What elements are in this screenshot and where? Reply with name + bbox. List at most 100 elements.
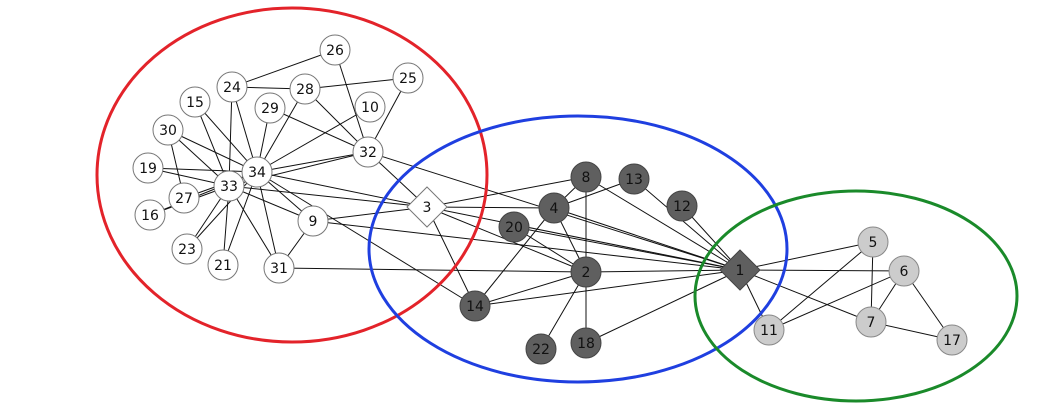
node-diamond-1 (719, 249, 761, 291)
edge-29-32 (269, 107, 369, 153)
node-circle-21 (207, 249, 239, 281)
node-label-29: 29 (261, 101, 279, 117)
node-5: 5 (857, 226, 889, 258)
node-15: 15 (179, 86, 211, 118)
edge-32-34 (256, 151, 369, 173)
node-circle-4 (538, 192, 570, 224)
node-circle-24 (216, 71, 248, 103)
node-label-18: 18 (577, 336, 595, 352)
edge-3-8 (426, 176, 587, 208)
edge-31-2 (278, 267, 587, 273)
node-label-10: 10 (361, 100, 379, 116)
node-label-11: 11 (760, 323, 778, 339)
edge-15-34 (194, 101, 258, 173)
edge-24-26 (231, 49, 336, 88)
node-3: 3 (406, 186, 448, 228)
edge-2-1 (585, 269, 741, 273)
node-label-31: 31 (270, 261, 288, 277)
node-label-1: 1 (736, 263, 745, 279)
node-label-34: 34 (248, 165, 266, 181)
node-circle-17 (936, 324, 968, 356)
group-ellipse-green (693, 189, 1019, 403)
edge-2-14 (474, 271, 587, 307)
edge-10-34 (256, 106, 371, 173)
edge-4-1 (553, 207, 741, 271)
node-label-13: 13 (625, 172, 643, 188)
node-2: 2 (570, 256, 602, 288)
node-label-22: 22 (532, 342, 550, 358)
group-layer (95, 6, 1019, 403)
node-26: 26 (319, 34, 351, 66)
node-circle-8 (570, 161, 602, 193)
node-4: 4 (538, 192, 570, 224)
node-29: 29 (254, 92, 286, 124)
node-diamond-3 (406, 186, 448, 228)
node-21: 21 (207, 249, 239, 281)
node-circle-18 (570, 327, 602, 359)
edge-3-14 (426, 206, 476, 307)
node-circle-22 (525, 333, 557, 365)
node-circle-7 (855, 306, 887, 338)
node-circle-2 (570, 256, 602, 288)
edge-3-4 (426, 206, 555, 209)
node-14: 14 (459, 290, 491, 322)
node-8: 8 (570, 161, 602, 193)
node-12: 12 (666, 190, 698, 222)
node-circle-13 (618, 163, 650, 195)
edge-13-1 (633, 178, 741, 271)
node-circle-26 (319, 34, 351, 66)
node-27: 27 (168, 182, 200, 214)
node-label-21: 21 (214, 258, 232, 274)
node-circle-16 (134, 199, 166, 231)
node-22: 22 (525, 333, 557, 365)
node-circle-15 (179, 86, 211, 118)
node-label-16: 16 (141, 208, 159, 224)
node-label-20: 20 (505, 220, 523, 236)
node-1: 1 (719, 249, 761, 291)
edge-8-1 (585, 176, 741, 271)
node-label-32: 32 (359, 145, 377, 161)
node-label-25: 25 (399, 71, 417, 87)
node-label-17: 17 (943, 333, 961, 349)
edge-31-33 (228, 185, 280, 269)
node-19: 19 (132, 152, 164, 184)
node-23: 23 (171, 233, 203, 265)
node-circle-10 (354, 91, 386, 123)
node-circle-19 (132, 152, 164, 184)
edge-28-25 (304, 77, 409, 90)
node-circle-28 (289, 73, 321, 105)
node-circle-30 (152, 114, 184, 146)
node-circle-14 (459, 290, 491, 322)
node-circle-25 (392, 62, 424, 94)
node-circle-34 (241, 156, 273, 188)
edge-9-1 (312, 220, 741, 271)
edge-33-3 (228, 185, 428, 208)
node-label-8: 8 (582, 170, 591, 186)
node-label-7: 7 (867, 315, 876, 331)
node-circle-29 (254, 92, 286, 124)
node-circle-6 (888, 255, 920, 287)
group-ellipse-blue (367, 114, 789, 384)
node-circle-23 (171, 233, 203, 265)
edge-5-11 (768, 241, 874, 331)
node-31: 31 (263, 252, 295, 284)
node-label-24: 24 (223, 80, 241, 96)
node-9: 9 (297, 205, 329, 237)
node-label-12: 12 (673, 199, 691, 215)
edge-6-11 (768, 270, 905, 331)
node-32: 32 (352, 136, 384, 168)
node-label-30: 30 (159, 123, 177, 139)
edge-1-5 (739, 241, 874, 271)
node-6: 6 (888, 255, 920, 287)
node-circle-32 (352, 136, 384, 168)
edge-23-34 (186, 171, 258, 250)
node-30: 30 (152, 114, 184, 146)
node-25: 25 (392, 62, 424, 94)
edge-1-7 (739, 269, 872, 323)
node-label-19: 19 (139, 161, 157, 177)
edge-18-1 (585, 269, 741, 344)
node-10: 10 (354, 91, 386, 123)
edge-21-34 (222, 171, 258, 266)
